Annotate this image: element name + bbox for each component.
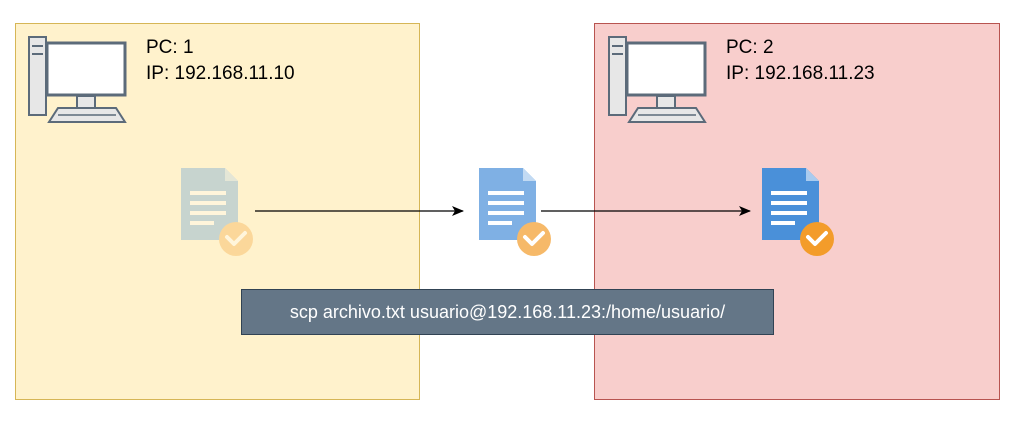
scp-command-label: scp archivo.txt usuario@192.168.11.23:/h… — [241, 289, 774, 335]
source-file-document-icon — [181, 168, 253, 256]
destination-file-document-icon — [762, 168, 834, 256]
pc1-computer-icon — [28, 36, 127, 123]
pc2-ip: IP: 192.168.11.23 — [726, 63, 875, 84]
pc2-computer-icon — [608, 36, 707, 123]
pc1-name: PC: 1 — [146, 37, 194, 58]
pc2-info: PC: 2 IP: 192.168.11.23 — [726, 35, 875, 87]
pc1-info: PC: 1 IP: 192.168.11.10 — [146, 35, 295, 87]
scp-command-text: scp archivo.txt usuario@192.168.11.23:/h… — [289, 301, 726, 322]
pc1-ip: IP: 192.168.11.10 — [146, 63, 295, 84]
transit-file-document-icon — [479, 168, 551, 256]
pc2-name: PC: 2 — [726, 37, 774, 58]
